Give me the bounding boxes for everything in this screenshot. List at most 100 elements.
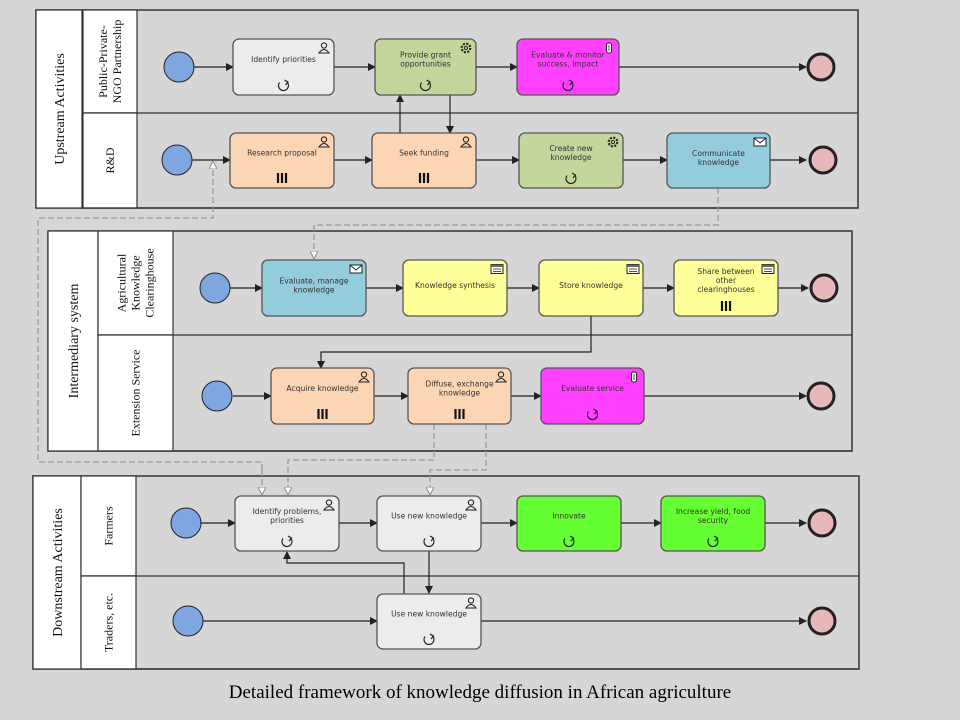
loop-icon — [277, 79, 290, 92]
end-event — [807, 508, 837, 538]
task-t9[interactable]: Knowledge synthesis — [402, 259, 508, 317]
task-box — [376, 593, 482, 650]
task-box — [229, 132, 335, 189]
task-t5[interactable]: Seek funding — [371, 132, 477, 189]
task-label: Acquire knowledge — [286, 384, 359, 393]
rule-icon — [761, 264, 775, 274]
rule-icon — [626, 264, 640, 274]
task-t1[interactable]: Identify priorities — [232, 38, 335, 96]
task-box — [666, 132, 771, 189]
task-box — [234, 495, 340, 552]
parallel-icon — [454, 409, 465, 419]
pool-title-band — [47, 230, 99, 452]
task-t15[interactable]: Identify problems,priorities — [234, 495, 340, 552]
lane-title: Traders, etc. — [102, 593, 116, 652]
task-t12[interactable]: Acquire knowledge — [270, 367, 375, 425]
message-flow-loop-to-research-proposal — [37, 162, 263, 470]
task-t4[interactable]: Research proposal — [229, 132, 335, 189]
task-box — [376, 495, 482, 552]
task-label: Evaluate service — [561, 384, 624, 393]
end-event — [806, 381, 836, 411]
loop-icon — [707, 535, 719, 548]
task-t19[interactable]: Use new knowledge — [376, 593, 482, 650]
pool-title: Downstream Activities — [51, 508, 66, 637]
lane-akc: AgriculturalKnowledgeClearinghouse — [97, 230, 852, 336]
task-box — [407, 367, 512, 425]
loop-icon — [562, 79, 574, 92]
task-label: Seek funding — [399, 149, 449, 158]
user-icon — [459, 136, 473, 148]
task-t16[interactable]: Use new knowledge — [376, 495, 482, 552]
message-flow-diffuse-to-identify-problems — [288, 424, 435, 494]
pool-title-band — [35, 9, 83, 209]
task-t10[interactable]: Store knowledge — [538, 259, 644, 317]
task-box — [232, 38, 335, 96]
loop-icon — [423, 633, 435, 646]
user-icon — [317, 42, 331, 54]
user-icon — [357, 371, 371, 383]
user-icon — [322, 499, 336, 511]
task-label: Identify priorities — [251, 55, 316, 64]
task-box — [402, 259, 508, 317]
lane-title: AgriculturalKnowledgeClearinghouse — [115, 248, 157, 317]
loop-icon — [423, 535, 435, 548]
user-icon — [494, 371, 508, 383]
task-label: Use new knowledge — [391, 512, 467, 521]
user-icon — [464, 499, 478, 511]
parallel-icon — [720, 301, 732, 311]
lane-rd: R&D — [82, 112, 858, 209]
task-box — [516, 38, 620, 96]
lane-title-band — [97, 230, 174, 336]
lane-title: Farmers — [102, 506, 116, 546]
gear-icon — [607, 136, 619, 148]
pools-layer: Upstream Activities Public-Private-NGO Pa… — [32, 9, 860, 670]
loop-icon — [565, 172, 577, 185]
task-box — [540, 367, 645, 425]
lane-title: Public-Private-NGO Partnership — [96, 20, 124, 104]
task-box — [371, 132, 477, 189]
start-event — [199, 272, 231, 304]
task-label: Store knowledge — [559, 281, 623, 290]
envelope-icon — [753, 137, 767, 147]
lane-title-band — [82, 112, 138, 209]
parallel-icon — [317, 409, 328, 419]
task-t14[interactable]: Evaluate service — [540, 367, 645, 425]
pool-title: Upstream Activities — [53, 53, 68, 165]
loop-icon — [586, 408, 599, 421]
lane-farmers: Farmers — [80, 475, 859, 577]
start-event — [170, 507, 202, 539]
loop-icon — [419, 79, 432, 92]
end-event — [807, 606, 837, 636]
end-event — [806, 52, 836, 82]
gear-icon — [460, 42, 472, 54]
task-t17[interactable]: Innovate — [516, 495, 622, 552]
flows-layer — [37, 63, 809, 625]
lane-title-band — [80, 575, 137, 670]
events-layer — [161, 51, 839, 637]
loop-icon — [563, 535, 575, 548]
task-box — [673, 259, 779, 317]
task-label: Research proposal — [247, 149, 317, 158]
end-event — [809, 273, 839, 303]
task-box — [374, 38, 477, 96]
task-label: Use new knowledge — [391, 610, 467, 619]
parallel-icon — [276, 173, 288, 183]
start-event — [201, 380, 233, 412]
